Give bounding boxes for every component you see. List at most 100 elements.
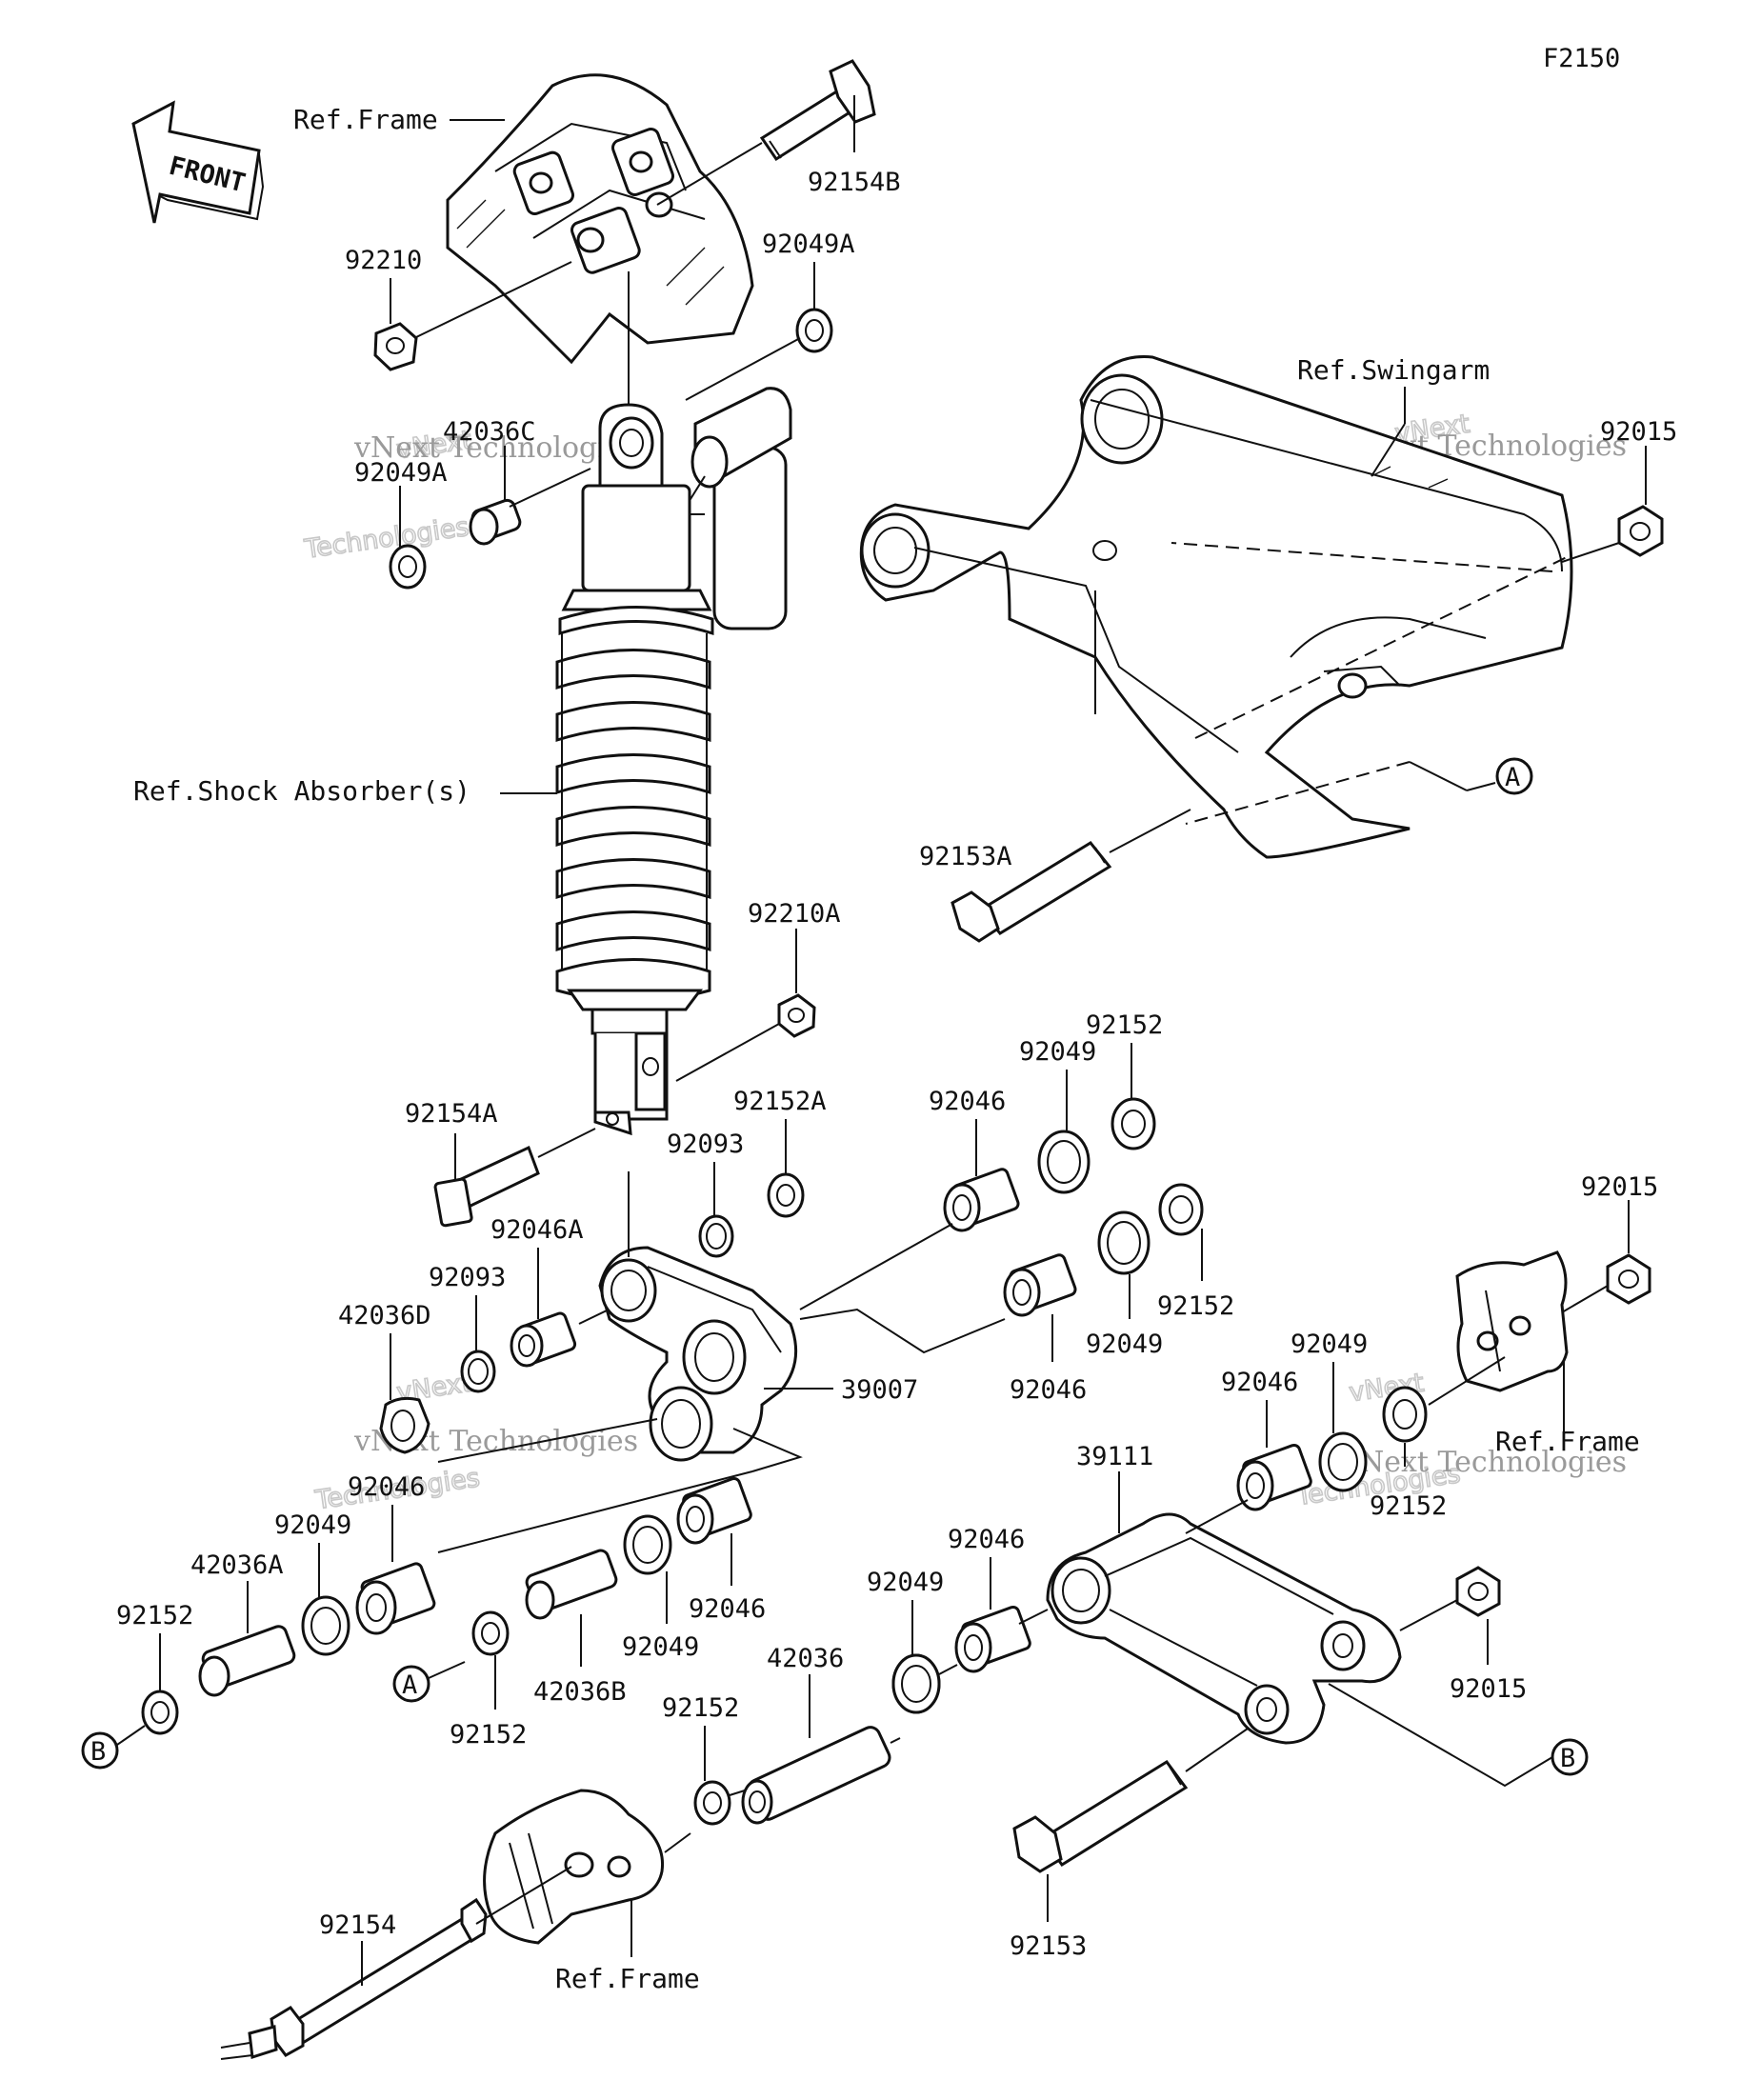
callout-b-right-label: B (1560, 1744, 1575, 1773)
bearing-92046A-icon (510, 1311, 577, 1368)
bearing-92046-f-icon (676, 1476, 752, 1545)
swingarm (859, 355, 1573, 859)
label-92049-d: 92049 (867, 1568, 944, 1597)
frame-right-bracket (1455, 1250, 1569, 1392)
label-92015-right: 92015 (1581, 1172, 1658, 1202)
label-92210A: 92210A (748, 899, 841, 929)
label-ref-shock: Ref.Shock Absorber(s) (133, 775, 470, 807)
svg-text:Technologies: Technologies (302, 512, 470, 565)
label-ref-swingarm: Ref.Swingarm (1297, 354, 1490, 386)
bolt-92154B-icon (759, 59, 876, 162)
figure-code: F2150 (1543, 44, 1620, 73)
bearing-92046-b-icon (1003, 1253, 1077, 1317)
label-92049-a: 92049 (1019, 1037, 1096, 1067)
label-92154B: 92154B (808, 168, 901, 197)
nut-92015-right-icon (1606, 1253, 1651, 1305)
frame-bottom-bracket (483, 1789, 665, 1945)
label-92049-b: 92049 (1086, 1330, 1163, 1359)
nut-92210A-icon (777, 993, 816, 1038)
label-92093-a: 92093 (667, 1130, 744, 1159)
nut-92210-icon (373, 322, 418, 371)
seal-92049-e-icon (301, 1595, 350, 1656)
watermark-caption-top-left: vNext Technologies (353, 431, 638, 465)
nut-92015-bottom-icon (1455, 1566, 1501, 1617)
label-92152-e: 92152 (450, 1720, 527, 1750)
frame-top-bracket (446, 73, 754, 365)
bolt-92154A-icon (433, 1145, 540, 1228)
label-92046-d: 92046 (948, 1525, 1025, 1554)
label-92046-b: 92046 (1010, 1375, 1087, 1405)
collar-42036D-icon (379, 1396, 430, 1454)
nut-92015-top-icon (1617, 505, 1664, 557)
label-92049-c: 92049 (1291, 1330, 1368, 1359)
washer-92049A-lower-icon (389, 544, 427, 590)
label-92152-f: 92152 (662, 1693, 739, 1723)
bearing-92046-d-icon (954, 1605, 1031, 1673)
washer-92093-a-icon (698, 1214, 734, 1258)
collar-42036C-icon (469, 498, 522, 546)
label-92152-d: 92152 (116, 1601, 193, 1630)
washer-92093-b-icon (460, 1350, 496, 1393)
label-92153: 92153 (1010, 1931, 1087, 1961)
label-92046-c: 92046 (1221, 1368, 1298, 1397)
washer-92152-b-icon (1158, 1183, 1204, 1236)
seal-92049-b-icon (1097, 1210, 1151, 1275)
rocker-arm-39007 (598, 1246, 798, 1462)
seal-92049-a-icon (1037, 1130, 1091, 1194)
label-92152-a: 92152 (1086, 1010, 1163, 1040)
washer-92152-f-icon (693, 1780, 731, 1826)
washer-92152-d-icon (141, 1690, 179, 1735)
front-arrow-icon: FRONT (131, 100, 265, 224)
label-92049A-upper: 92049A (762, 230, 855, 259)
label-92015-top: 92015 (1600, 417, 1677, 447)
collar-42036A-icon (198, 1625, 296, 1697)
label-92093-b: 92093 (429, 1263, 506, 1292)
label-92046-f: 92046 (689, 1594, 766, 1624)
label-92153A: 92153A (919, 842, 1012, 871)
label-92154A: 92154A (405, 1099, 498, 1129)
label-42036B: 42036B (533, 1677, 627, 1707)
label-92152-b: 92152 (1157, 1291, 1234, 1321)
collar-42036B-icon (525, 1549, 618, 1620)
label-92015-bottom: 92015 (1450, 1674, 1527, 1704)
label-92152-c: 92152 (1370, 1491, 1447, 1521)
callout-b-left (81, 1731, 119, 1770)
bearing-92046-a-icon (943, 1168, 1020, 1232)
washer-92152-c-icon (1382, 1386, 1428, 1443)
seal-92049-f-icon (623, 1514, 672, 1575)
bearing-92046-c-icon (1236, 1443, 1312, 1511)
label-ref-frame-top: Ref.Frame (293, 104, 438, 135)
label-92049A-lower: 92049A (354, 458, 448, 488)
label-42036: 42036 (767, 1644, 844, 1673)
label-92046A: 92046A (490, 1215, 584, 1245)
watermark-caption-mid-right: vNext Technologies (1342, 1446, 1627, 1479)
watermark-mid-right: vNext Technologies (1292, 1368, 1463, 1512)
washer-92152-a-icon (1111, 1097, 1156, 1150)
seal-92049-h-icon (891, 1653, 941, 1714)
label-92049-f: 92049 (622, 1632, 699, 1662)
label-92154: 92154 (319, 1910, 396, 1940)
washer-92152-e-icon (471, 1610, 510, 1656)
callout-b-left-label: B (90, 1737, 106, 1767)
callout-a-bottom (392, 1665, 430, 1703)
label-42036A: 42036A (190, 1550, 284, 1580)
bearing-92046-e-icon (355, 1562, 436, 1635)
label-92046-e: 92046 (348, 1472, 425, 1502)
seal-92049-c-icon (1318, 1431, 1368, 1492)
label-39007: 39007 (841, 1375, 918, 1405)
tie-rod-39111 (1046, 1512, 1402, 1745)
washer-92049A-upper-icon (795, 308, 833, 353)
callout-a-bottom-label: A (402, 1670, 417, 1700)
callout-a-top (1495, 757, 1533, 795)
washer-92152A-icon (767, 1172, 805, 1218)
label-42036D: 42036D (338, 1301, 431, 1330)
label-92046-a: 92046 (929, 1087, 1006, 1116)
label-42036C: 42036C (443, 417, 536, 447)
label-ref-frame-bottom: Ref.Frame (555, 1963, 700, 1994)
bolt-92153-icon (1012, 1760, 1189, 1873)
label-92152A: 92152A (733, 1087, 827, 1116)
callout-a-top-label: A (1505, 763, 1520, 792)
bolt-92153A-icon (951, 841, 1112, 943)
label-ref-frame-right: Ref.Frame (1495, 1426, 1640, 1457)
